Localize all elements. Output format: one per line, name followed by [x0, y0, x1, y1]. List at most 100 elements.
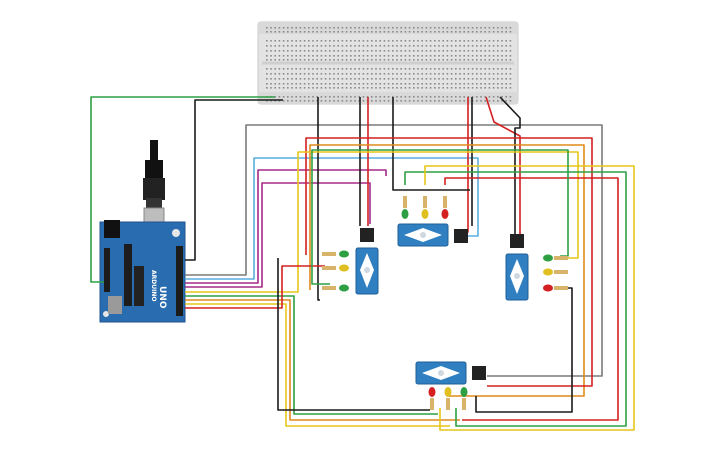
wire-black-servo4[interactable] [499, 96, 521, 236]
wire-yellow-1[interactable] [185, 151, 579, 293]
breadboard-hole [429, 78, 432, 80]
breadboard-hole [358, 40, 360, 42]
breadboard-hole [463, 73, 465, 75]
led-green-2[interactable] [322, 284, 349, 292]
wire-green-right[interactable] [404, 171, 627, 427]
wire-red-servo4[interactable] [485, 96, 521, 236]
breadboard-hole [299, 68, 302, 70]
breadboard-hole [425, 96, 428, 98]
wire-purple-1[interactable] [185, 169, 387, 284]
breadboard-hole [438, 55, 440, 57]
breadboard-hole [505, 83, 507, 85]
wire-red-long[interactable] [305, 137, 593, 387]
breadboard-hole [408, 40, 411, 42]
breadboard-hole [316, 50, 318, 52]
led-red[interactable] [543, 284, 568, 292]
breadboard-hole [450, 50, 453, 52]
breadboard-hole [295, 50, 297, 52]
breadboard-hole [379, 87, 381, 89]
breadboard-hole [341, 40, 344, 42]
led-yellow[interactable] [421, 196, 429, 219]
breadboard-hole [425, 87, 428, 89]
breadboard-hole [392, 55, 394, 57]
breadboard-hole [362, 100, 365, 102]
breadboard-hole [308, 59, 310, 61]
breadboard-hole [270, 27, 272, 29]
breadboard-hole [362, 78, 365, 80]
led-green[interactable] [543, 254, 568, 262]
breadboard-hole [455, 73, 457, 75]
wire-black-main[interactable] [185, 99, 283, 261]
led-yellow[interactable] [444, 387, 452, 410]
breadboard-hole [417, 50, 419, 52]
breadboard-hole [450, 27, 453, 29]
breadboard-hole [299, 96, 302, 98]
wire-orange-2[interactable] [185, 299, 460, 421]
breadboard-hole [282, 96, 285, 98]
led-yellow[interactable] [322, 264, 349, 272]
wire-black-r3[interactable] [475, 287, 573, 413]
breadboard-hole [438, 59, 440, 61]
breadboard-hole [270, 87, 272, 89]
breadboard-hole [341, 87, 344, 89]
breadboard-hole [303, 73, 306, 75]
led-green[interactable] [322, 250, 349, 258]
breadboard-hole [471, 59, 474, 61]
breadboard-hole [408, 78, 411, 80]
breadboard-hole [274, 40, 276, 42]
breadboard-hole [337, 31, 339, 33]
wire-red-right[interactable] [444, 177, 619, 421]
breadboard-hole [308, 40, 310, 42]
wire-red-servo3[interactable] [456, 97, 469, 233]
led-group-bottom [428, 387, 468, 410]
wire-orange-1[interactable] [309, 144, 585, 397]
led-yellow[interactable] [543, 268, 568, 276]
breadboard-hole [320, 83, 323, 85]
breadboard-hole [509, 87, 512, 89]
breadboard-hole [455, 59, 457, 61]
wire-purple-2[interactable] [185, 182, 371, 288]
breadboard-hole [425, 50, 428, 52]
wire-black-left[interactable] [317, 97, 320, 301]
led-green[interactable] [460, 387, 468, 410]
breadboard-hole [295, 45, 297, 47]
wire-gray-top[interactable] [185, 124, 603, 377]
breadboard-hole [333, 100, 335, 102]
wire-black-servo2[interactable] [392, 97, 470, 191]
breadboard-hole [421, 55, 423, 57]
led-red[interactable] [428, 387, 436, 410]
led-group-right [543, 254, 568, 292]
wire-green-2[interactable] [185, 295, 438, 415]
wire-red-2[interactable] [185, 265, 325, 309]
wire-yellow-2[interactable] [185, 303, 450, 427]
arduino-uno[interactable]: UNO ARDUINO [99, 140, 186, 323]
servo-4[interactable] [415, 361, 486, 385]
breadboard-hole [476, 59, 478, 61]
breadboard-hole [337, 87, 339, 89]
wire-black-2[interactable] [277, 258, 430, 411]
led-green[interactable] [401, 196, 409, 219]
servo-2[interactable] [397, 223, 468, 247]
breadboard-hole [509, 73, 512, 75]
wire-blue[interactable] [185, 157, 479, 280]
led-red[interactable] [441, 196, 449, 219]
servo-3[interactable] [505, 234, 529, 301]
breadboard-hole [501, 59, 503, 61]
breadboard-hole [274, 68, 276, 70]
breadboard-hole [324, 68, 327, 70]
breadboard-hole [282, 40, 285, 42]
wire-green-main[interactable] [90, 96, 275, 283]
breadboard-hole [324, 50, 327, 52]
breadboard-hole [488, 78, 491, 80]
wire-yellow-right[interactable] [424, 165, 635, 431]
breadboard-hole [312, 87, 314, 89]
breadboard-hole [450, 45, 453, 47]
breadboard-hole [392, 73, 394, 75]
breadboard-hole [282, 73, 285, 75]
breadboard-hole [303, 59, 306, 61]
breadboard[interactable] [257, 21, 519, 105]
breadboard-hole [413, 73, 415, 75]
breadboard-hole [400, 59, 402, 61]
breadboard-hole [299, 50, 302, 52]
servo-1[interactable] [355, 228, 379, 295]
